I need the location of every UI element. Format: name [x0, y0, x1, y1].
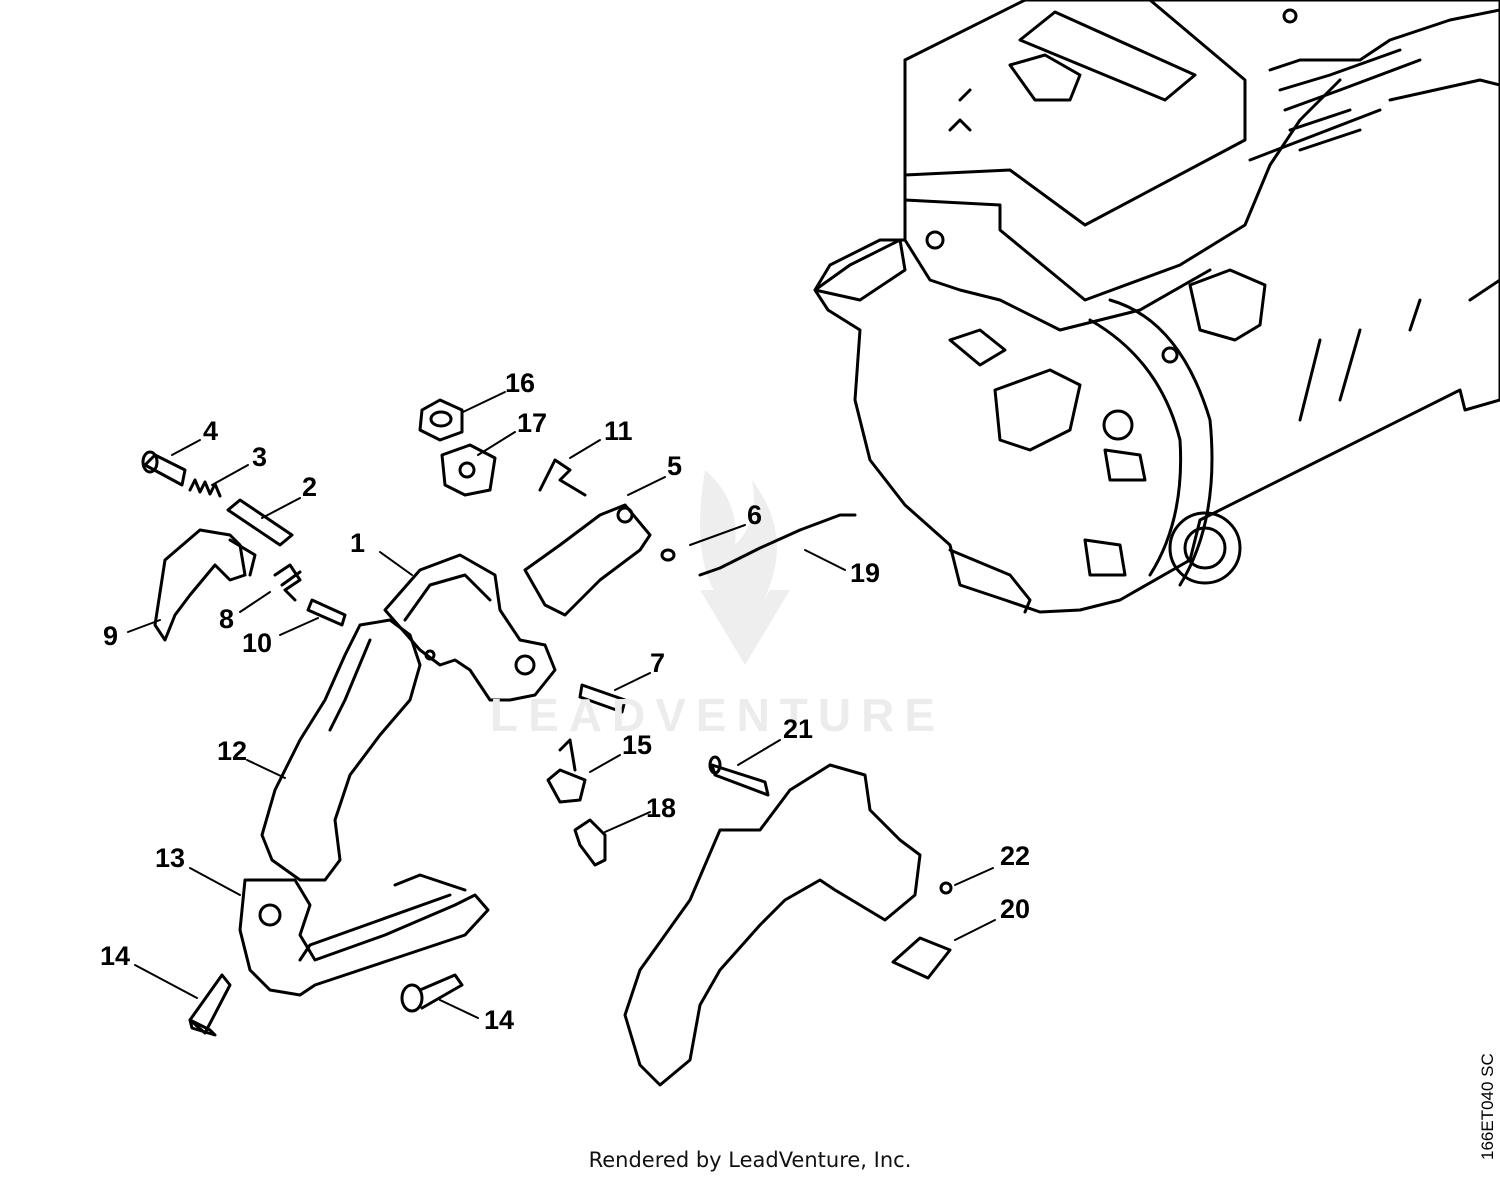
- screw-right: [400, 973, 464, 1013]
- part-label-18: 18: [646, 793, 677, 823]
- drawing-code: 166ET040 SC: [1478, 1053, 1497, 1160]
- part-label-21: 21: [783, 714, 814, 744]
- part-label-19: 19: [850, 558, 881, 588]
- spring-11: [538, 458, 587, 497]
- washer-6: [660, 548, 676, 562]
- part-label-10: 10: [242, 628, 273, 658]
- torsion-spring-8: [273, 563, 302, 602]
- watermark-logo: [700, 470, 790, 665]
- bolt-21: [708, 755, 770, 797]
- part-label-17: 17: [517, 408, 548, 438]
- sleeve-4: [141, 450, 187, 487]
- footer-credit: Rendered by LeadVenture, Inc.: [588, 1148, 912, 1172]
- part-label-3: 3: [252, 442, 268, 472]
- clip-20: [891, 936, 952, 980]
- handle-grip: [260, 618, 422, 882]
- pin-10: [306, 598, 347, 627]
- part-label-22: 22: [1000, 841, 1031, 871]
- part-label-7: 7: [650, 648, 666, 678]
- pin-7: [578, 683, 627, 714]
- lever-9: [153, 528, 257, 642]
- wire-19: [698, 513, 857, 577]
- pin-2: [226, 498, 294, 547]
- second-handle: [623, 763, 922, 1087]
- screw-18: [573, 818, 607, 867]
- part-label-14-right: 14: [484, 1005, 515, 1035]
- part-label-14-left: 14: [100, 941, 131, 971]
- part-label-13: 13: [155, 843, 186, 873]
- part-label-4: 4: [203, 416, 219, 446]
- screw-left: [188, 973, 232, 1037]
- leader-lines: [127, 391, 996, 1019]
- part-label-2: 2: [302, 472, 318, 502]
- part-label-12: 12: [217, 736, 248, 766]
- handle-bracket: [383, 553, 557, 702]
- nut-16: [418, 398, 464, 442]
- valve-15: [546, 738, 587, 804]
- washer-22: [939, 881, 953, 895]
- part-label-9: 9: [103, 621, 119, 651]
- part-label-6: 6: [747, 500, 763, 530]
- part-label-1: 1: [350, 528, 366, 558]
- part-label-11: 11: [604, 416, 633, 446]
- part-label-20: 20: [1000, 894, 1031, 924]
- throttle-trigger-5: [523, 503, 652, 617]
- part-label-15: 15: [622, 730, 653, 760]
- part-label-16: 16: [505, 368, 536, 398]
- plate-17: [440, 443, 497, 497]
- part-label-8: 8: [219, 604, 235, 634]
- part-label-5: 5: [667, 451, 683, 481]
- lower-handle: [238, 873, 490, 997]
- watermark-text: LEADVENTURE: [490, 689, 946, 741]
- chainsaw-body: [813, 0, 1500, 614]
